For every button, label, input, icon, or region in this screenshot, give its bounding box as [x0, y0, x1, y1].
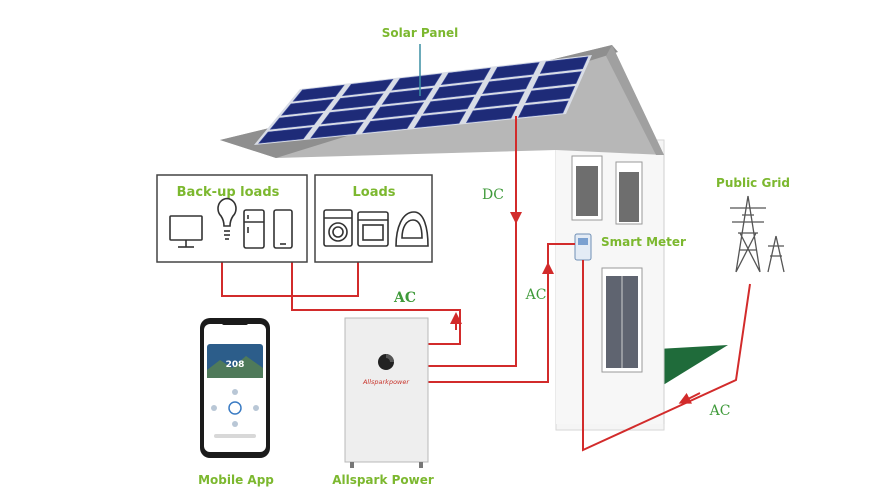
solar-panel-cell	[281, 98, 335, 116]
solar-panel-array	[254, 55, 592, 145]
dc-flow-label: DC	[482, 187, 504, 203]
solar-panel-cell	[431, 82, 483, 100]
ac-grid-flow-label: AC	[709, 403, 731, 419]
solar-panel-cell	[391, 73, 443, 91]
ac-loads-flow-label: AC	[393, 290, 416, 306]
solar-panel-cell	[525, 85, 576, 104]
ac-meter-flow-label: AC	[525, 287, 547, 303]
solar-panel-cell	[371, 102, 425, 120]
refrigerator-icon	[243, 209, 265, 249]
solar-panel-cell	[474, 91, 525, 109]
mobile-phone: 208	[200, 318, 270, 458]
inverter-battery-cabinet: Allsparkpower	[344, 317, 429, 468]
solar-panel-cell	[490, 62, 540, 80]
inverter-brand: Allsparkpower	[362, 378, 410, 386]
wiring	[221, 116, 751, 452]
solar-panel-cell	[517, 100, 569, 118]
solar-panel-cell	[539, 56, 589, 74]
backup-loads-title: Back-up loads	[177, 185, 280, 200]
solar-panel-cell	[331, 93, 384, 111]
solar-panel-cell	[482, 76, 533, 94]
solar-panel-cell	[258, 127, 313, 144]
solar-panel-cell	[320, 107, 374, 125]
loads-box: Loads	[314, 174, 433, 263]
solar-panel-cell	[440, 67, 491, 85]
solar-panel-cell	[310, 121, 364, 139]
iron-icon	[395, 211, 429, 247]
solar-panel-cell	[422, 96, 475, 114]
monitor-icon	[169, 215, 203, 248]
solar-panel-cell	[532, 71, 582, 89]
public-grid-label: Public Grid	[716, 176, 790, 190]
light-bulb-icon	[217, 197, 237, 240]
smart-meter-label: Smart Meter	[601, 235, 686, 249]
washing-machine-icon	[323, 209, 353, 247]
backup-loads-box: Back-up loads	[156, 174, 308, 263]
solar-panel-cell	[269, 112, 324, 130]
solar-panel-cell	[414, 111, 467, 129]
solar-panel-cell	[292, 84, 345, 102]
solar-panel-cell	[362, 116, 415, 134]
mobile-app-label: Mobile App	[198, 473, 274, 487]
solar-panel-cell	[465, 105, 518, 123]
solar-panel-label: Solar Panel	[382, 26, 459, 40]
transmission-tower-icon	[730, 195, 785, 273]
phone-icon	[273, 209, 293, 249]
phone-reading: 208	[226, 360, 245, 370]
solar-panel-cell	[341, 79, 394, 97]
allspark-power-label: Allspark Power	[332, 473, 434, 487]
smart-meter	[574, 233, 592, 261]
loads-title: Loads	[352, 185, 395, 200]
oven-icon	[357, 211, 389, 247]
